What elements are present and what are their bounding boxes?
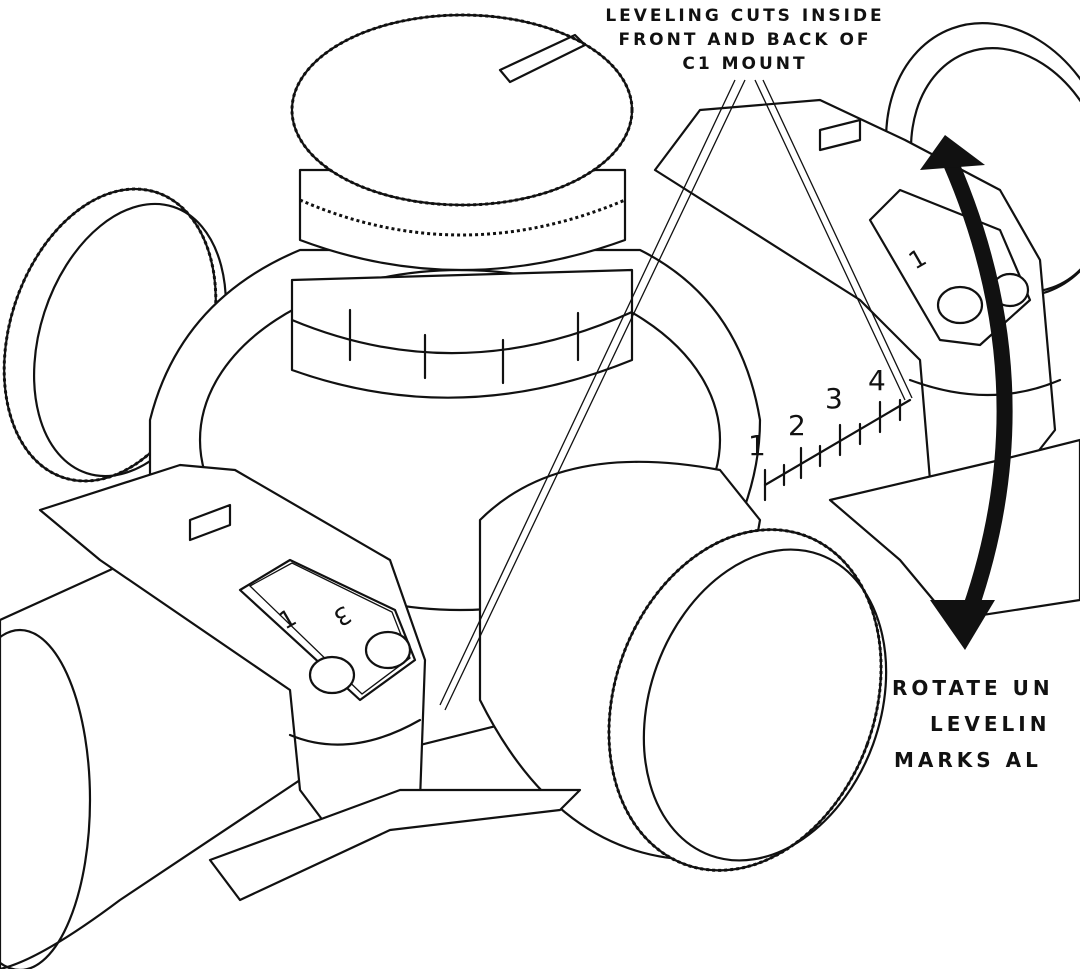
scale-mark-2: 2 <box>788 409 806 442</box>
leveling-cuts-line-1: LEVELING CUTS INSIDE <box>605 6 885 26</box>
leveling-scale: 1 2 3 4 <box>748 364 912 502</box>
leveling-cuts-callout: LEVELING CUTS INSIDE FRONT AND BACK OF C… <box>590 4 900 76</box>
elevation-turret <box>290 13 634 399</box>
rotate-line-3: MARKS AL <box>894 748 1042 772</box>
rotate-line-2: LEVELIN <box>930 712 1051 736</box>
scale-mark-3: 3 <box>825 382 843 415</box>
front-ring-mount: 3 1 <box>38 463 582 902</box>
scale-mark-1: 1 <box>748 429 766 462</box>
scale-mark-4: 4 <box>868 364 886 397</box>
callout-leaders <box>439 79 913 711</box>
leveling-cuts-line-2: FRONT AND BACK OF <box>618 30 872 50</box>
windage-turret <box>478 460 888 872</box>
rotate-line-1: ROTATE UN <box>892 676 1054 700</box>
leveling-cuts-line-3: C1 MOUNT <box>682 54 808 74</box>
rotate-callout: ROTATE UN LEVELIN MARKS AL <box>888 670 1080 778</box>
rotate-arrow-icon <box>920 135 1013 650</box>
